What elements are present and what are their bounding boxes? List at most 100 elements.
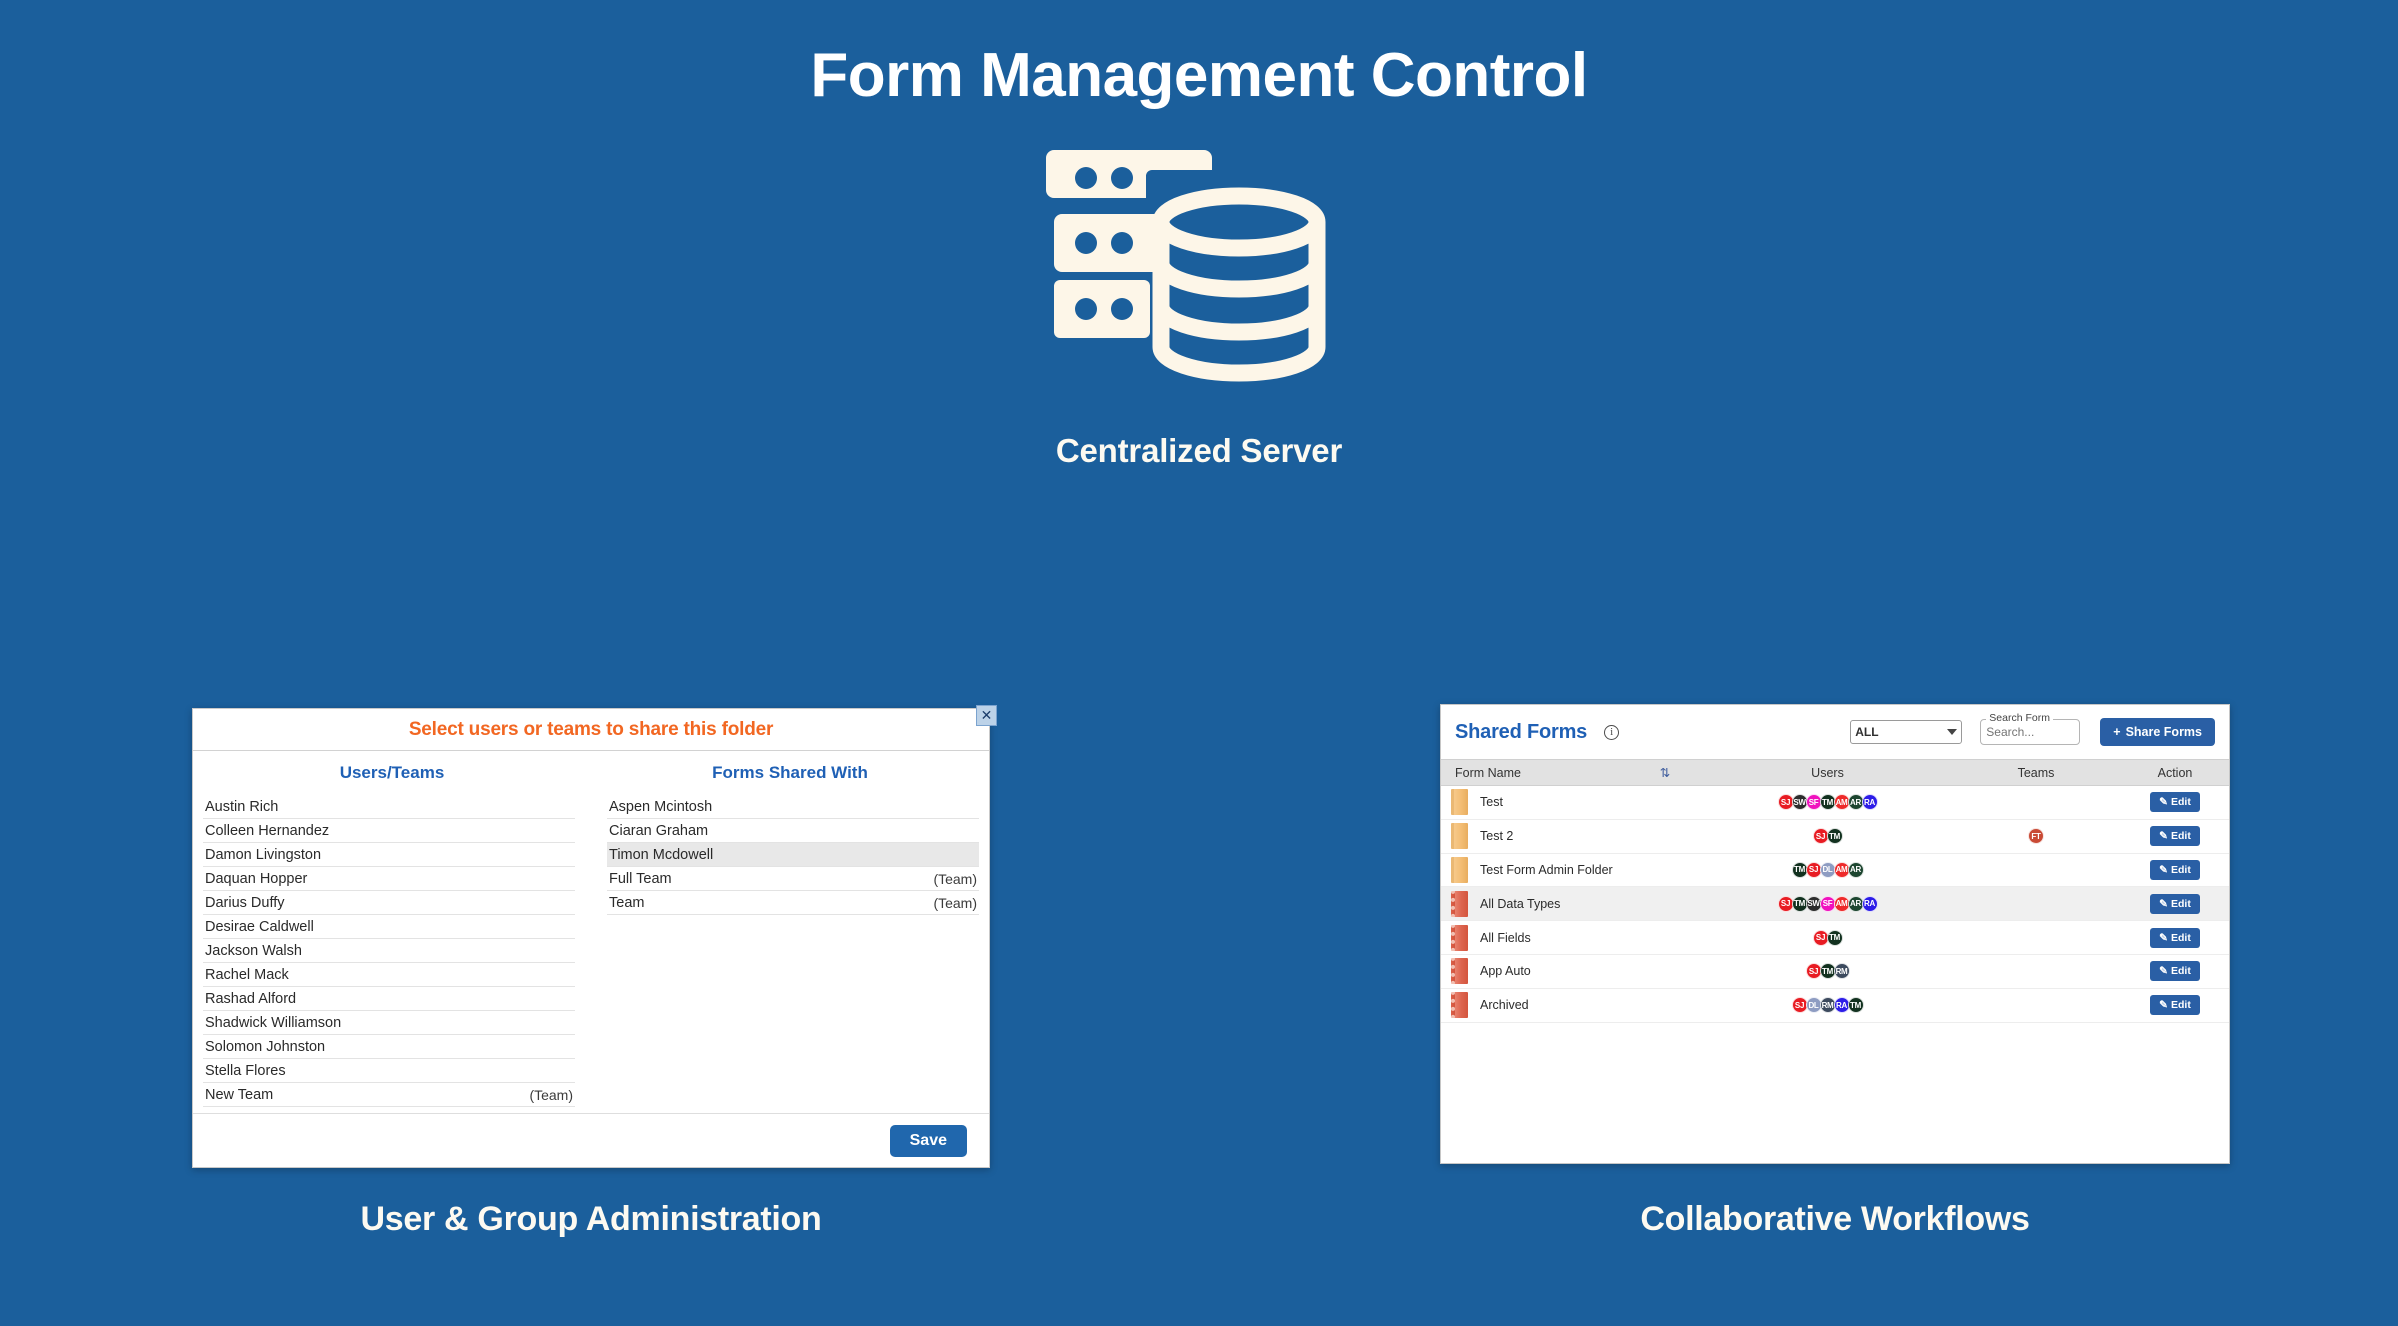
action-cell: ✎Edit — [2121, 893, 2229, 914]
avatar[interactable]: AR — [1847, 861, 1864, 878]
user-team-label: Jackson Walsh — [205, 942, 302, 959]
edit-button-label: Edit — [2170, 999, 2191, 1012]
avatar[interactable]: RA — [1861, 895, 1878, 912]
folder-icon — [1451, 789, 1468, 816]
column-header-action: Action — [2157, 765, 2193, 780]
edit-button[interactable]: ✎Edit — [2150, 826, 2200, 847]
edit-button-label: Edit — [2170, 965, 2191, 978]
plus-icon: + — [2113, 725, 2121, 739]
dialog-column-headers: Users/Teams Forms Shared With — [193, 751, 989, 795]
avatar[interactable]: RA — [1861, 794, 1878, 811]
avatar[interactable]: TM — [1826, 929, 1843, 946]
pencil-icon: ✎ — [2159, 897, 2168, 910]
edit-button[interactable]: ✎Edit — [2150, 961, 2200, 982]
edit-button[interactable]: ✎Edit — [2150, 792, 2200, 813]
user-team-row[interactable]: Solomon Johnston — [203, 1035, 575, 1059]
folder-icon — [1451, 856, 1468, 883]
edit-button[interactable]: ✎Edit — [2150, 893, 2200, 914]
column-header-users: Users — [1811, 765, 1844, 780]
action-cell: ✎Edit — [2121, 859, 2229, 880]
page-title: Form Management Control — [810, 41, 1588, 110]
caption-collaborative-workflows: Collaborative Workflows — [1640, 1200, 2030, 1238]
chevron-down-icon — [1947, 729, 1958, 735]
edit-button[interactable]: ✎Edit — [2150, 927, 2200, 948]
avatar[interactable]: TM — [1819, 794, 1836, 811]
form-name-label: All Data Types — [1480, 896, 1561, 911]
form-filter-select[interactable]: ALL — [1850, 720, 1963, 744]
notebook-icon — [1451, 890, 1468, 917]
edit-button[interactable]: ✎Edit — [2150, 995, 2200, 1016]
shared-with-tag: (Team) — [933, 894, 977, 911]
user-team-row[interactable]: Damon Livingston — [203, 843, 575, 867]
user-team-label: Solomon Johnston — [205, 1038, 326, 1055]
edit-button[interactable]: ✎Edit — [2150, 859, 2200, 880]
user-team-row[interactable]: New Team(Team) — [203, 1083, 575, 1107]
user-team-label: Rashad Alford — [205, 990, 297, 1007]
close-icon[interactable]: ✕ — [976, 705, 997, 726]
user-team-label: Damon Livingston — [205, 846, 322, 863]
edit-button-label: Edit — [2170, 830, 2191, 843]
form-name-label: Test Form Admin Folder — [1480, 862, 1613, 877]
server-database-icon — [0, 140, 2398, 410]
shared-with-row[interactable]: Ciaran Graham — [607, 819, 979, 843]
pencil-icon: ✎ — [2159, 931, 2168, 944]
user-team-row[interactable]: Darius Duffy — [203, 891, 575, 915]
user-team-label: Austin Rich — [205, 798, 279, 815]
server-caption: Centralized Server — [1055, 432, 1343, 470]
shared-with-row[interactable]: Team (Team) — [607, 891, 979, 915]
user-team-row[interactable]: Austin Rich — [203, 795, 575, 819]
avatar[interactable]: TM — [1847, 997, 1864, 1014]
user-team-row[interactable]: Colleen Hernandez — [203, 819, 575, 843]
avatar[interactable]: SJ — [1812, 828, 1829, 845]
user-team-row[interactable]: Stella Flores — [203, 1059, 575, 1083]
search-input[interactable] — [1986, 725, 2075, 739]
user-team-row[interactable]: Desirae Caldwell — [203, 915, 575, 939]
user-team-label: Desirae Caldwell — [205, 918, 314, 935]
user-team-row[interactable]: Jackson Walsh — [203, 939, 575, 963]
user-team-row[interactable]: Rachel Mack — [203, 963, 575, 987]
user-team-label: Daquan Hopper — [205, 870, 308, 887]
avatar[interactable]: RM — [1833, 963, 1850, 980]
sort-icon[interactable]: ⇅ — [1659, 766, 1671, 780]
shared-with-row[interactable]: Timon Mcdowell — [607, 843, 979, 867]
pencil-icon: ✎ — [2159, 863, 2168, 876]
search-form-label: Search Form — [1986, 712, 2053, 724]
shared-with-row[interactable]: Aspen Mcintosh — [607, 795, 979, 819]
column-header-forms-shared-with: Forms Shared With — [712, 763, 868, 782]
avatar[interactable]: TM — [1826, 828, 1843, 845]
edit-button-label: Edit — [2170, 897, 2191, 910]
shared-with-label: Team — [609, 894, 645, 911]
avatar[interactable]: FT — [2028, 828, 2044, 845]
user-team-row[interactable]: Daquan Hopper — [203, 867, 575, 891]
user-team-row[interactable]: Shadwick Williamson — [203, 1011, 575, 1035]
user-team-row[interactable]: Rashad Alford — [203, 987, 575, 1011]
avatar[interactable]: SJ — [1805, 963, 1822, 980]
avatar[interactable]: SF — [1819, 895, 1836, 912]
user-team-label: New Team — [205, 1086, 274, 1103]
user-team-label: Colleen Hernandez — [205, 822, 330, 839]
form-name-cell: App Auto — [1441, 958, 1626, 985]
avatar[interactable]: RA — [1833, 997, 1850, 1014]
folder-icon — [1451, 823, 1468, 850]
shared-with-label: Aspen Mcintosh — [609, 798, 713, 815]
share-forms-button[interactable]: +Share Forms — [2100, 718, 2215, 746]
form-name-cell: Test Form Admin Folder — [1441, 856, 1626, 883]
info-icon[interactable]: i — [1604, 724, 1620, 740]
shared-with-row[interactable]: Full Team(Team) — [607, 867, 979, 891]
save-button[interactable]: Save — [889, 1124, 967, 1157]
form-name-cell: All Fields — [1441, 924, 1626, 951]
